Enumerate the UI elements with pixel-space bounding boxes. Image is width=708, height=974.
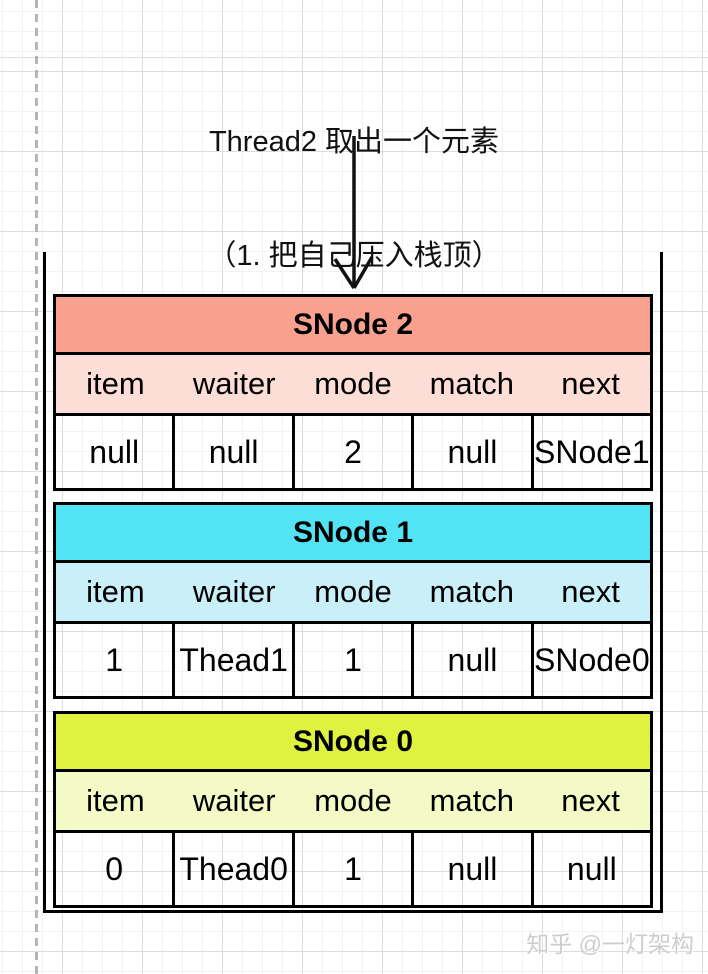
value-cell-mode: 1 [295,833,415,905]
snode1-block: SNode 1 item waiter mode match next 1 Th… [53,502,653,699]
value-cell-next: SNode1 [534,433,650,470]
field-label-waiter: waiter [192,574,276,609]
snode2-title: SNode 2 [56,297,650,355]
field-label-waiter: waiter [192,366,276,401]
field-label-match: match [429,574,514,609]
down-arrow-icon [333,136,374,289]
zhihu-watermark: 知乎 @一灯架构 [526,931,694,957]
snode1-fields-row: item waiter mode match next [56,563,650,624]
value-cell-next: SNode0 [534,641,650,678]
value-cell-mode: 2 [295,416,415,488]
value-cell-waiter: Thead1 [175,624,295,696]
field-label-next: next [561,366,620,401]
field-label-mode: mode [314,574,392,609]
field-label-mode: mode [314,783,392,818]
page-margin-dashed-line [35,0,38,974]
value-cell-match: null [414,624,534,696]
value-cell-match: null [414,833,534,905]
value-cell-item: null [56,416,176,488]
snode0-title: SNode 0 [56,714,650,772]
field-label-match: match [429,783,514,818]
value-cell-waiter: Thead0 [175,833,295,905]
value-cell-waiter: null [175,416,295,488]
field-label-item: item [86,574,145,609]
snode2-block: SNode 2 item waiter mode match next null… [53,294,653,491]
field-label-item: item [86,783,145,818]
snode0-fields-row: item waiter mode match next [56,772,650,833]
value-cell-next: null [566,850,617,887]
field-label-waiter: waiter [192,783,276,818]
stack-container-bracket [43,252,663,913]
field-label-item: item [86,366,145,401]
snode0-block: SNode 0 item waiter mode match next 0 Th… [53,711,653,908]
diagram-title: Thread2 取出一个元素 （1. 把自己压入栈顶） [0,47,708,351]
field-label-mode: mode [314,366,392,401]
title-line-2: （1. 把自己压入栈顶） [207,240,501,272]
field-label-match: match [429,366,514,401]
field-label-next: next [561,574,620,609]
snode1-title: SNode 1 [56,505,650,563]
snode0-values-row: 0 Thead0 1 null null [56,833,650,905]
snode2-fields-row: item waiter mode match next [56,355,650,416]
value-cell-mode: 1 [295,624,415,696]
value-cell-item: 0 [56,833,176,905]
value-cell-item: 1 [56,624,176,696]
field-label-next: next [561,783,620,818]
snode1-values-row: 1 Thead1 1 null SNode0 [56,624,650,696]
value-cell-match: null [414,416,534,488]
snode2-values-row: null null 2 null SNode1 [56,416,650,488]
